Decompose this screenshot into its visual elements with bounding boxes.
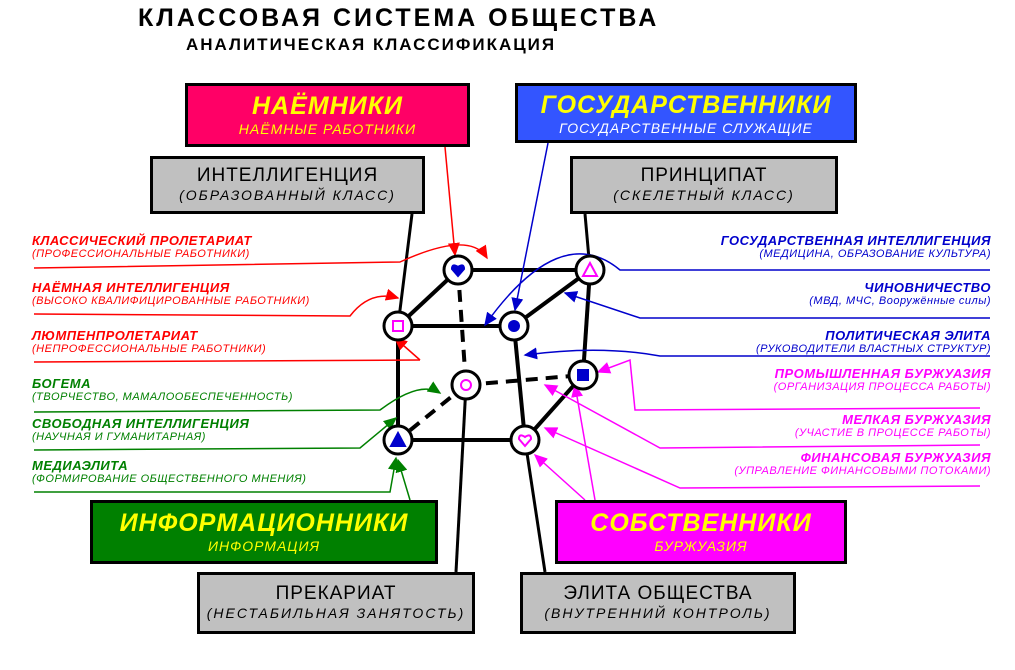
- box-intelligentsiya: ИНТЕЛЛИГЕНЦИЯ (ОБРАЗОВАННЫЙ КЛАСС): [150, 156, 425, 214]
- red-arrows: [33, 146, 488, 363]
- square-icon: [392, 320, 404, 332]
- label-detail: (РУКОВОДИТЕЛИ ВЛАСТНЫХ СТРУКТУР): [755, 343, 991, 355]
- label-lumpenproletariat: ЛЮМПЕНПРОЛЕТАРИАТ (НЕПРОФЕССИОНАЛЬНЫЕ РА…: [32, 328, 266, 355]
- label-bogema: БОГЕМА (ТВОРЧЕСТВО, МАМАЛООБЕСПЕЧЕННОСТЬ…: [32, 376, 293, 403]
- label-heading: ЛЮМПЕНПРОЛЕТАРИАТ: [32, 328, 198, 343]
- blue-arrows: [484, 142, 990, 360]
- box-naemniki-title: НАЁМНИКИ: [252, 92, 403, 120]
- ring-icon: [460, 379, 472, 391]
- label-mediaelita: МЕДИАЭЛИТА (ФОРМИРОВАНИЕ ОБЩЕСТВЕННОГО М…: [32, 458, 306, 485]
- box-intelligentsiya-subtitle: (ОБРАЗОВАННЫЙ КЛАСС): [179, 187, 396, 203]
- label-detail: (НАУЧНАЯ И ГУМАНИТАРНАЯ): [32, 431, 206, 443]
- label-heading: ПОЛИТИЧЕСКАЯ ЭЛИТА: [825, 328, 991, 343]
- label-detail: (ВЫСОКО КВАЛИФИЦИРОВАННЫЕ РАБОТНИКИ): [32, 295, 310, 307]
- box-gosudarstvenniki-subtitle: ГОСУДАРСТВЕННЫЕ СЛУЖАЩИЕ: [559, 120, 813, 136]
- label-promyshlennaya-burzhuaziya: ПРОМЫШЛЕННАЯ БУРЖУАЗИЯ (ОРГАНИЗАЦИЯ ПРОЦ…: [774, 366, 991, 393]
- box-printsipat: ПРИНЦИПАТ (СКЕЛЕТНЫЙ КЛАСС): [570, 156, 838, 214]
- label-naemnaya-intelligentsiya: НАЁМНАЯ ИНТЕЛЛИГЕНЦИЯ (ВЫСОКО КВАЛИФИЦИР…: [32, 280, 310, 307]
- label-heading: КЛАССИЧЕСКИЙ ПРОЛЕТАРИАТ: [32, 233, 252, 248]
- box-intelligentsiya-title: ИНТЕЛЛИГЕНЦИЯ: [196, 165, 379, 186]
- heart-icon: [517, 434, 533, 448]
- label-detail: (ТВОРЧЕСТВО, МАМАЛООБЕСПЕЧЕННОСТЬ): [32, 391, 293, 403]
- label-heading: НАЁМНАЯ ИНТЕЛЛИГЕНЦИЯ: [32, 280, 230, 295]
- box-prekariat-title: ПРЕКАРИАТ: [275, 583, 397, 604]
- box-prekariat: ПРЕКАРИАТ (НЕСТАБИЛЬНАЯ ЗАНЯТОСТЬ): [197, 572, 475, 634]
- box-printsipat-title: ПРИНЦИПАТ: [640, 165, 768, 186]
- label-heading: МЕДИАЭЛИТА: [32, 458, 129, 473]
- green-arrows: [33, 381, 442, 501]
- label-heading: СВОБОДНАЯ ИНТЕЛЛИГЕНЦИЯ: [32, 416, 250, 431]
- label-detail: (ОРГАНИЗАЦИЯ ПРОЦЕССА РАБОТЫ): [773, 381, 991, 393]
- label-heading: ФИНАНСОВАЯ БУРЖУАЗИЯ: [800, 450, 991, 465]
- box-informatsionniki-subtitle: ИНФОРМАЦИЯ: [207, 538, 321, 554]
- node-top-back-right: [574, 254, 606, 286]
- label-detail: (ФОРМИРОВАНИЕ ОБЩЕСТВЕННОГО МНЕНИЯ): [32, 473, 307, 485]
- box-elita-title: ЭЛИТА ОБЩЕСТВА: [563, 583, 753, 604]
- label-heading: ЧИНОВНИЧЕСТВО: [864, 280, 991, 295]
- node-bottom-front-left: [382, 424, 414, 456]
- box-gosudarstvenniki-title: ГОСУДАРСТВЕННИКИ: [540, 91, 832, 119]
- label-heading: ГОСУДАРСТВЕННАЯ ИНТЕЛЛИГЕНЦИЯ: [720, 233, 991, 248]
- cube-nodes: [382, 254, 606, 456]
- gray-box-connectors: [396, 213, 592, 573]
- label-detail: (ПРОФЕССИОНАЛЬНЫЕ РАБОТНИКИ): [32, 248, 250, 260]
- label-svobodnaya-intelligentsiya: СВОБОДНАЯ ИНТЕЛЛИГЕНЦИЯ (НАУЧНАЯ И ГУМАН…: [32, 416, 249, 443]
- label-klassicheskiy-proletariat: КЛАССИЧЕСКИЙ ПРОЛЕТАРИАТ (ПРОФЕССИОНАЛЬН…: [32, 233, 252, 260]
- box-informatsionniki: ИНФОРМАЦИОННИКИ ИНФОРМАЦИЯ: [90, 500, 438, 564]
- circle-icon: [508, 320, 520, 332]
- box-prekariat-subtitle: (НЕСТАБИЛЬНАЯ ЗАНЯТОСТЬ): [206, 605, 466, 621]
- box-naemniki-subtitle: НАЁМНЫЕ РАБОТНИКИ: [238, 121, 417, 137]
- label-chinovnichestvo: ЧИНОВНИЧЕСТВО (МВД, МЧС, Вооружённые сил…: [809, 280, 991, 307]
- box-informatsionniki-title: ИНФОРМАЦИОННИКИ: [119, 509, 409, 537]
- box-elita: ЭЛИТА ОБЩЕСТВА (ВНУТРЕННИЙ КОНТРОЛЬ): [520, 572, 796, 634]
- label-detail: (МВД, МЧС, Вооружённые силы): [809, 295, 991, 307]
- box-elita-subtitle: (ВНУТРЕННИЙ КОНТРОЛЬ): [544, 605, 772, 621]
- label-heading: МЕЛКАЯ БУРЖУАЗИЯ: [842, 412, 991, 427]
- triangle-icon: [581, 260, 599, 277]
- label-detail: (УПРАВЛЕНИЕ ФИНАНСОВЫМИ ПОТОКАМИ): [734, 465, 991, 477]
- cube-hidden-edges: [396, 269, 584, 442]
- node-bottom-back-left: [450, 369, 482, 401]
- box-sobstvenniki-subtitle: БУРЖУАЗИЯ: [654, 538, 748, 554]
- page-subtitle: АНАЛИТИЧЕСКАЯ КЛАССИФИКАЦИЯ: [186, 35, 557, 54]
- page-title: КЛАССОВАЯ СИСТЕМА ОБЩЕСТВА: [138, 4, 660, 32]
- label-detail: (УЧАСТИЕ В ПРОЦЕССЕ РАБОТЫ): [794, 427, 991, 439]
- square-icon: [577, 369, 589, 381]
- label-heading: ПРОМЫШЛЕННАЯ БУРЖУАЗИЯ: [774, 366, 991, 381]
- label-finansovaya-burzhuaziya: ФИНАНСОВАЯ БУРЖУАЗИЯ (УПРАВЛЕНИЕ ФИНАНСО…: [734, 450, 991, 477]
- node-bottom-back-right: [567, 359, 599, 391]
- node-top-front-left: [382, 310, 414, 342]
- box-gosudarstvenniki: ГОСУДАРСТВЕННИКИ ГОСУДАРСТВЕННЫЕ СЛУЖАЩИ…: [515, 83, 857, 143]
- triangle-icon: [389, 430, 407, 447]
- label-gos-intelligentsiya: ГОСУДАРСТВЕННАЯ ИНТЕЛЛИГЕНЦИЯ (МЕДИЦИНА,…: [721, 233, 991, 260]
- label-detail: (НЕПРОФЕССИОНАЛЬНЫЕ РАБОТНИКИ): [32, 343, 267, 355]
- heart-icon: [450, 264, 466, 278]
- box-sobstvenniki-title: СОБСТВЕННИКИ: [590, 509, 812, 537]
- box-sobstvenniki: СОБСТВЕННИКИ БУРЖУАЗИЯ: [555, 500, 847, 564]
- box-printsipat-subtitle: (СКЕЛЕТНЫЙ КЛАСС): [613, 187, 795, 203]
- box-naemniki: НАЁМНИКИ НАЁМНЫЕ РАБОТНИКИ: [185, 83, 470, 147]
- label-melkaya-burzhuaziya: МЕЛКАЯ БУРЖУАЗИЯ (УЧАСТИЕ В ПРОЦЕССЕ РАБ…: [795, 412, 991, 439]
- label-politicheskaya-elita: ПОЛИТИЧЕСКАЯ ЭЛИТА (РУКОВОДИТЕЛИ ВЛАСТНЫ…: [756, 328, 991, 355]
- node-bottom-front-right: [509, 424, 541, 456]
- label-detail: (МЕДИЦИНА, ОБРАЗОВАНИЕ КУЛЬТУРА): [759, 248, 991, 260]
- node-top-front-right: [498, 310, 530, 342]
- label-heading: БОГЕМА: [32, 376, 92, 391]
- node-top-back-left: [442, 254, 474, 286]
- magenta-arrows: [533, 358, 981, 501]
